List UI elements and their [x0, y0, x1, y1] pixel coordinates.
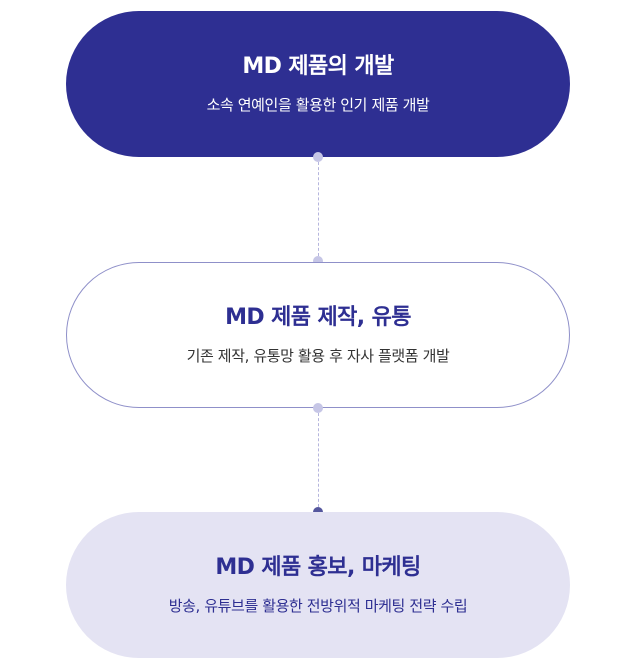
step-title: MD 제품 홍보, 마케팅 — [215, 554, 421, 580]
step-description: 기존 제작, 유통망 활용 후 자사 플랫폼 개발 — [186, 346, 450, 365]
connector-dot — [313, 403, 323, 413]
step-title: MD 제품의 개발 — [242, 53, 394, 79]
connector-line — [318, 408, 319, 512]
connector-dot — [313, 256, 323, 266]
connector-line — [318, 157, 319, 261]
step-md-product-development: MD 제품의 개발 소속 연예인을 활용한 인기 제품 개발 — [66, 11, 570, 157]
connector-dot — [313, 152, 323, 162]
step-description: 소속 연예인을 활용한 인기 제품 개발 — [206, 95, 430, 114]
step-md-promotion-marketing: MD 제품 홍보, 마케팅 방송, 유튜브를 활용한 전방위적 마케팅 전략 수… — [66, 512, 570, 658]
step-description: 방송, 유튜브를 활용한 전방위적 마케팅 전략 수립 — [168, 596, 468, 615]
step-title: MD 제품 제작, 유통 — [225, 304, 411, 330]
step-md-production-distribution: MD 제품 제작, 유통 기존 제작, 유통망 활용 후 자사 플랫폼 개발 — [66, 262, 570, 408]
